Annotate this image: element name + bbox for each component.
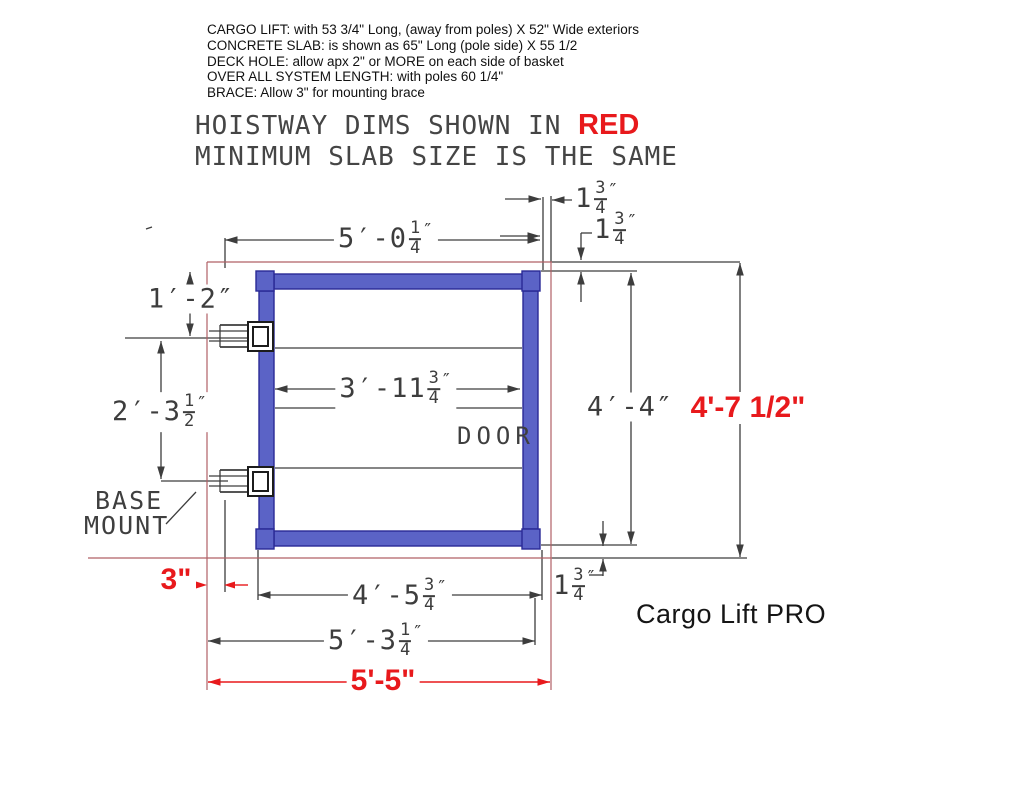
dim-right-height: 4′-4″ [582, 392, 678, 422]
brand-label: Cargo Lift PRO [636, 599, 827, 629]
notes-block: CARGO LIFT: with 53 3/4" Long, (away fro… [207, 22, 639, 101]
dim-hoistway-height: 4'-7 1/2" [686, 392, 810, 424]
note-concrete-slab: CONCRETE SLAB: is shown as 65" Long (pol… [207, 37, 578, 53]
dim-left-upper: 1′-2″ [143, 284, 239, 314]
note-deck-hole: DECK HOLE: allow apx 2" or MORE on each … [207, 53, 564, 69]
base-mount-label-line2: MOUNT [84, 511, 170, 540]
door-label: DOOR [457, 422, 535, 450]
base-mount-label: BASE MOUNT [84, 488, 169, 538]
base-mount-label-line1: BASE [95, 486, 164, 515]
drawing-heading: HOISTWAY DIMS SHOWN IN RED MINIMUM SLAB … [195, 110, 678, 173]
note-brace: BRACE: Allow 3" for mounting brace [207, 85, 425, 101]
brace-arrow-right [224, 581, 235, 589]
frame-corner-tl [255, 270, 275, 292]
lift-frame [255, 270, 541, 550]
base-mount-bracket-lower [209, 466, 274, 497]
note-cargo-lift: CARGO LIFT: with 53 3/4" Long, (away fro… [207, 22, 639, 37]
note-system-length: OVER ALL SYSTEM LENGTH: with poles 60 1/… [207, 69, 504, 85]
brace-arrow-left [196, 581, 207, 589]
base-mount-bracket-upper [209, 321, 274, 352]
frame-corner-br [521, 528, 541, 550]
frame-corner-tr [521, 270, 541, 292]
stray-mark [145, 226, 153, 230]
heading-line1: HOISTWAY DIMS SHOWN IN RED [195, 109, 640, 142]
dim-hoistway-width: 5'-5" [346, 665, 420, 697]
frame-corner-bl [255, 528, 275, 550]
hoistway-outline [88, 261, 552, 690]
heading-line2: MINIMUM SLAB SIZE IS THE SAME [195, 142, 678, 172]
heading-red-word: RED [578, 109, 640, 141]
dim-brace-gap: 3" [160, 563, 192, 596]
